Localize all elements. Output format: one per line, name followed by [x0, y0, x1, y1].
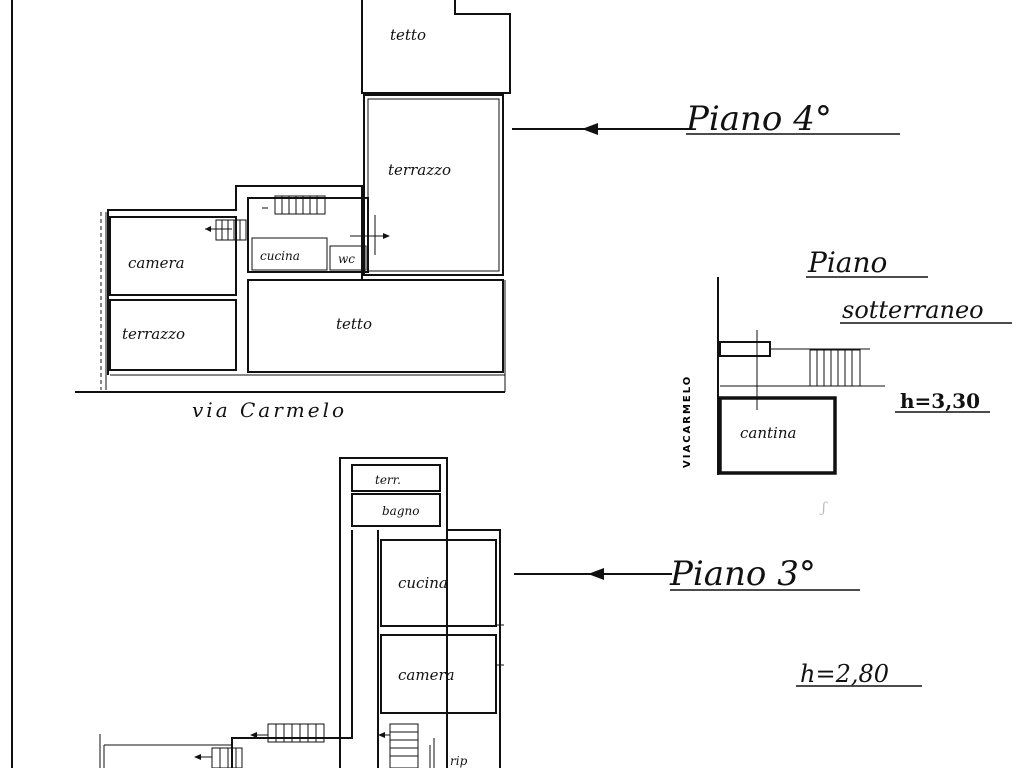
camera-room-3 — [380, 634, 497, 714]
stairs-4-a — [274, 195, 326, 215]
label-terr: terr. — [375, 473, 401, 487]
label-cucina-4: cucina — [260, 249, 300, 263]
terrazzo-large-room — [363, 94, 504, 276]
basement-height: h=3,30 — [900, 389, 980, 413]
third-floor-height: h=2,80 — [800, 660, 889, 688]
stairs-3-c — [211, 747, 243, 768]
camera-room-4 — [109, 216, 237, 296]
title-third-floor: Piano 3° — [669, 554, 816, 594]
label-terrazzo-small: terrazzo — [122, 325, 185, 343]
stairs-3-a — [267, 723, 325, 743]
cucina-room-4 — [247, 197, 369, 273]
basement-plan — [717, 277, 885, 475]
stairs-3-b — [389, 723, 419, 768]
label-cantina: cantina — [740, 424, 796, 442]
label-camera-4: camera — [128, 254, 185, 272]
stairs-4-b — [215, 219, 247, 241]
terr-room — [351, 464, 441, 492]
arrow-3 — [588, 568, 604, 580]
label-rip: rip — [450, 754, 468, 768]
basement-stairs — [809, 349, 861, 387]
third-floor-plan — [99, 457, 672, 768]
label-tetto-top: tetto — [390, 26, 426, 44]
tetto-lower-room — [247, 279, 504, 373]
main-body-outline — [107, 185, 363, 375]
fourth-floor-plan — [75, 0, 690, 393]
label-cucina-3: cucina — [398, 574, 448, 592]
label-bagno: bagno — [382, 504, 419, 518]
cucina-room-3 — [380, 539, 497, 627]
label-via-carmelo-vertical: VIACARMELO — [682, 375, 693, 468]
cantina-room — [718, 396, 837, 475]
label-street: via Carmelo — [192, 398, 347, 422]
title-fourth-floor: Piano 4° — [685, 99, 832, 139]
title-basement-line2: sotterraneo — [842, 296, 984, 324]
arrow-4 — [582, 123, 598, 135]
terrazzo-small-room — [109, 299, 237, 371]
label-tetto-mid: tetto — [336, 315, 372, 333]
tetto-top-outline — [361, 0, 511, 94]
bagno-room — [351, 493, 441, 527]
faint-mark: ʃ — [819, 500, 828, 516]
label-camera-3: camera — [398, 666, 455, 684]
label-terrazzo-big: terrazzo — [388, 161, 451, 179]
label-wc: wc — [338, 252, 355, 266]
title-basement-line1: Piano — [807, 246, 887, 279]
